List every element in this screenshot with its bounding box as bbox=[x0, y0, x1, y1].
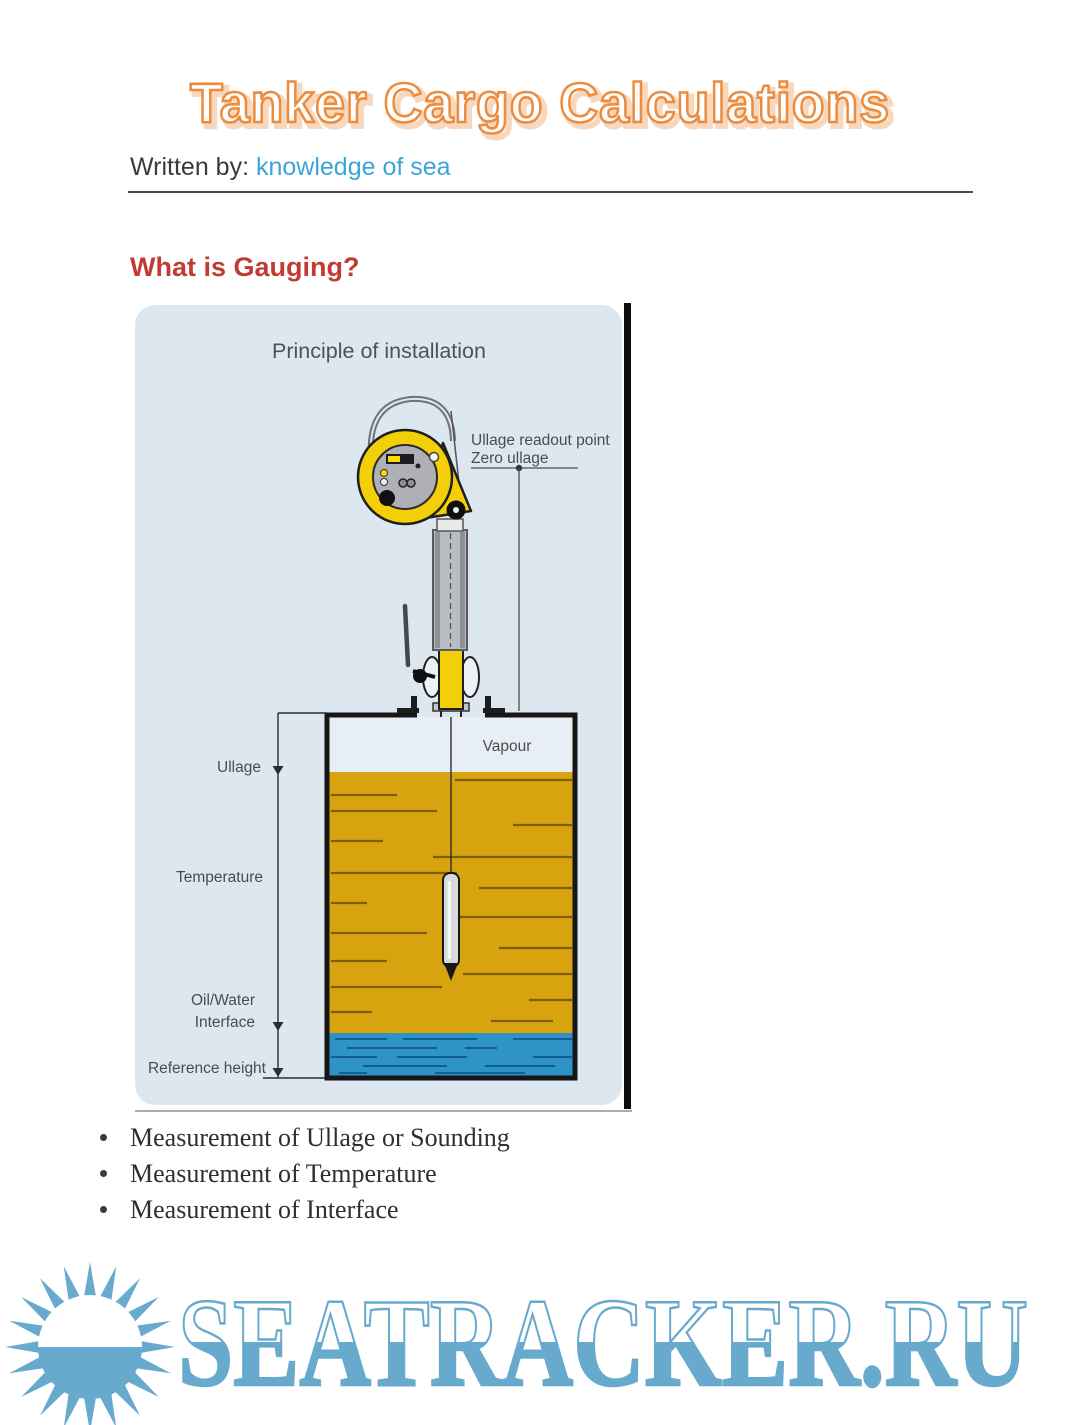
left-dimension bbox=[263, 712, 327, 1079]
measurement-list: Measurement of Ullage or Sounding Measur… bbox=[90, 1122, 850, 1230]
ullage-gauge-unit bbox=[356, 395, 473, 526]
water-layer bbox=[329, 1033, 573, 1077]
label-interface: Interface bbox=[195, 1014, 255, 1031]
sun-logo-icon bbox=[5, 1262, 175, 1425]
list-item: Measurement of Interface bbox=[90, 1194, 850, 1225]
figure-side-bar bbox=[624, 303, 631, 1109]
figure-title: Principle of installation bbox=[272, 339, 486, 363]
label-ullage: Ullage bbox=[217, 759, 261, 776]
figure-bottom-edge bbox=[135, 1110, 632, 1112]
byline-author-link[interactable]: knowledge of sea bbox=[255, 153, 451, 181]
oil-texture bbox=[331, 778, 572, 1023]
page-title: Tanker Cargo Calculations Tanker Cargo C… bbox=[189, 70, 896, 141]
valve-body bbox=[438, 646, 464, 710]
sun-upper-half bbox=[38, 1295, 142, 1347]
page-title-glow: Tanker Cargo Calculations bbox=[194, 75, 894, 138]
water-texture bbox=[331, 1038, 572, 1074]
watermark-text-outline: SEATRACKER.RU bbox=[178, 1288, 1028, 1403]
label-vapour: Vapour bbox=[483, 738, 532, 755]
page-title-text: Tanker Cargo Calculations bbox=[190, 71, 890, 134]
watermark-text-solid: SEATRACKER.RU bbox=[178, 1288, 1028, 1403]
section-heading: What is Gauging? bbox=[130, 252, 360, 282]
byline: Written by: knowledge of sea bbox=[130, 153, 451, 182]
label-ullage-readout-point: Ullage readout point bbox=[471, 432, 610, 449]
zero-ullage-dimension: Ullage readout point Zero ullage bbox=[471, 432, 610, 711]
label-temperature: Temperature bbox=[176, 869, 263, 886]
standpipe-and-valve bbox=[397, 518, 505, 717]
list-item: Measurement of Ullage or Sounding bbox=[90, 1122, 850, 1153]
valve-lever bbox=[402, 603, 411, 668]
label-zero-ullage: Zero ullage bbox=[471, 450, 549, 467]
list-item: Measurement of Temperature bbox=[90, 1158, 850, 1189]
figure-principle-of-installation: Principle of installation bbox=[135, 305, 622, 1105]
label-reference-height: Reference height bbox=[148, 1060, 267, 1077]
tank-walls bbox=[324, 712, 578, 1081]
sensor-probe bbox=[442, 717, 460, 981]
sun-lower-half bbox=[38, 1347, 142, 1399]
header-divider bbox=[128, 191, 973, 193]
watermark: SEATRACKER.RU SEATRACKER.RU bbox=[177, 1288, 1030, 1403]
byline-prefix: Written by: bbox=[130, 153, 250, 181]
label-oil-water: Oil/Water bbox=[191, 992, 255, 1009]
